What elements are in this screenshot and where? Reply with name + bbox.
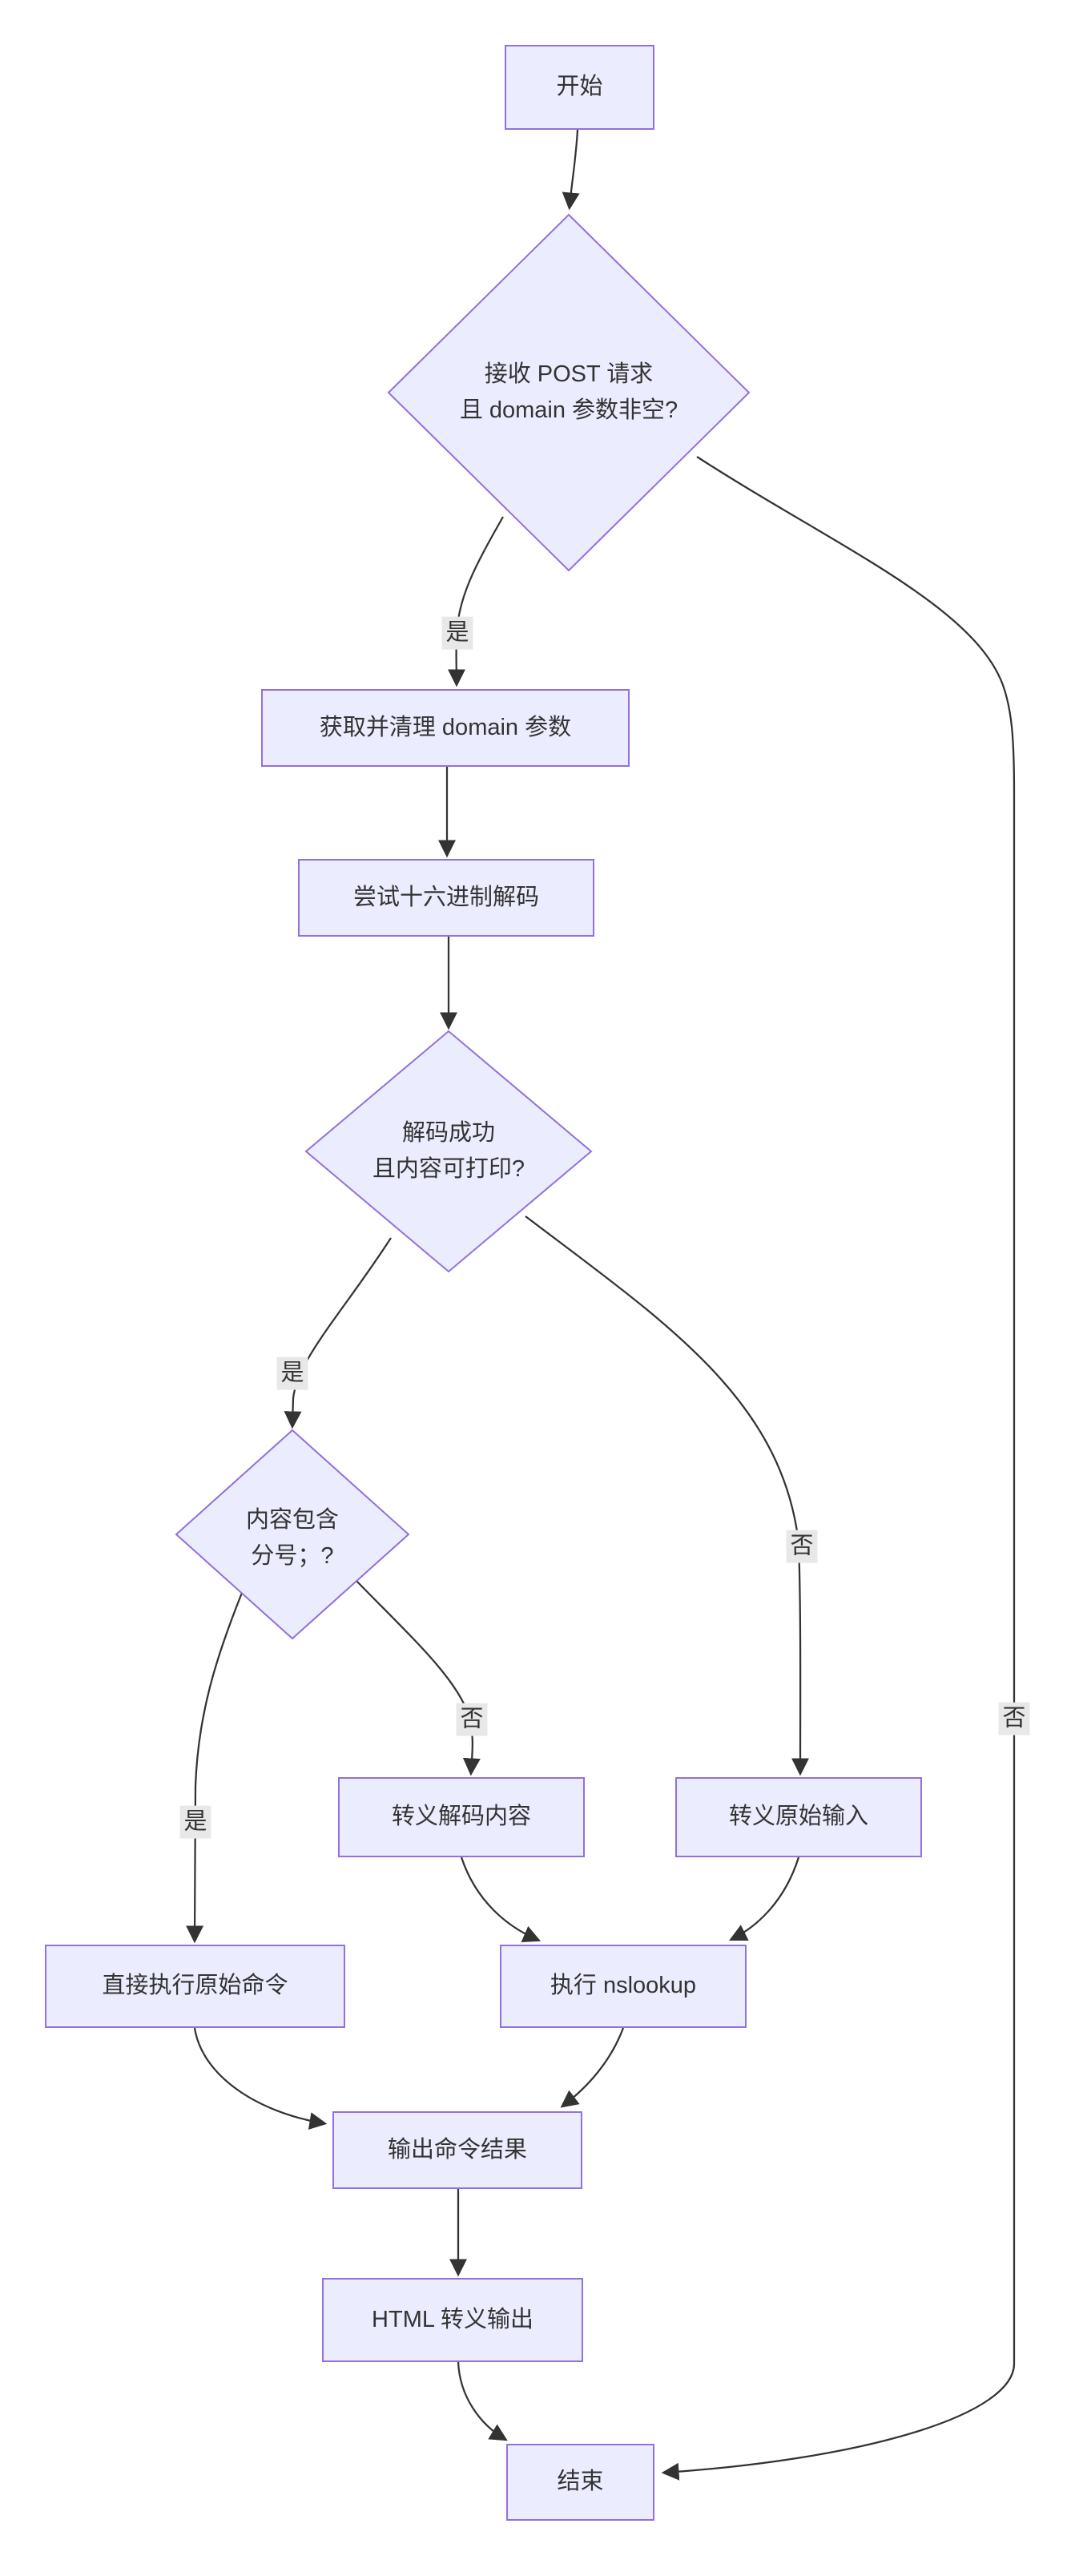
edge-label-yes-check-semicolon: 是 bbox=[179, 1805, 211, 1839]
node-start: 开始 bbox=[505, 45, 654, 130]
edge-check-decode-yes-to-check-semicolon bbox=[284, 1237, 392, 1429]
node-hex-decode: 尝试十六进制解码 bbox=[298, 859, 594, 937]
edge-exec-raw-to-output-result bbox=[193, 2027, 328, 2130]
node-check-semicolon-label: 内容包含 分号；? bbox=[245, 1507, 340, 1569]
edge-check-decode-no-to-escape-raw bbox=[525, 1215, 810, 1776]
edge-html-escape-to-end bbox=[457, 2361, 508, 2441]
node-html-escape: HTML 转义输出 bbox=[322, 2278, 583, 2362]
edge-escape-raw-to-run-nslookup bbox=[729, 1856, 800, 1941]
edge-escape-decoded-to-run-nslookup bbox=[460, 1856, 542, 1943]
node-check-semicolon-shape bbox=[175, 1429, 410, 1640]
edge-check-post-yes-to-get-domain bbox=[447, 516, 504, 687]
edge-label-no-check-post: 否 bbox=[998, 1702, 1030, 1735]
node-end: 结束 bbox=[506, 2444, 654, 2521]
node-check-post-shape bbox=[387, 213, 751, 572]
node-check-post-label: 接收 POST 请求 且 domain 参数非空? bbox=[459, 361, 678, 423]
node-run-nslookup: 执行 nslookup bbox=[500, 1945, 747, 2028]
edge-label-no-check-decode: 否 bbox=[786, 1530, 818, 1563]
node-check-decode-shape bbox=[304, 1030, 593, 1273]
node-exec-raw: 直接执行原始命令 bbox=[45, 1945, 345, 2028]
edge-label-no-check-semicolon: 否 bbox=[456, 1703, 488, 1736]
edge-label-yes-check-post: 是 bbox=[441, 616, 473, 650]
edge-check-post-no-to-end bbox=[661, 456, 1016, 2481]
edge-check-semicolon-no-to-escape-decoded bbox=[356, 1580, 481, 1776]
edge-label-yes-check-decode: 是 bbox=[276, 1357, 308, 1390]
edge-run-nslookup-to-output-result bbox=[560, 2027, 625, 2108]
node-output-result: 输出命令结果 bbox=[332, 2111, 582, 2189]
node-escape-raw: 转义原始输入 bbox=[675, 1777, 922, 1857]
node-check-decode-label: 解码成功 且内容可打印? bbox=[372, 1120, 525, 1182]
edge-check-semicolon-yes-to-exec-raw bbox=[186, 1592, 244, 1944]
node-get-domain: 获取并清理 domain 参数 bbox=[261, 689, 630, 767]
edge-start-to-check-post bbox=[562, 129, 580, 211]
node-escape-decoded: 转义解码内容 bbox=[338, 1777, 585, 1857]
